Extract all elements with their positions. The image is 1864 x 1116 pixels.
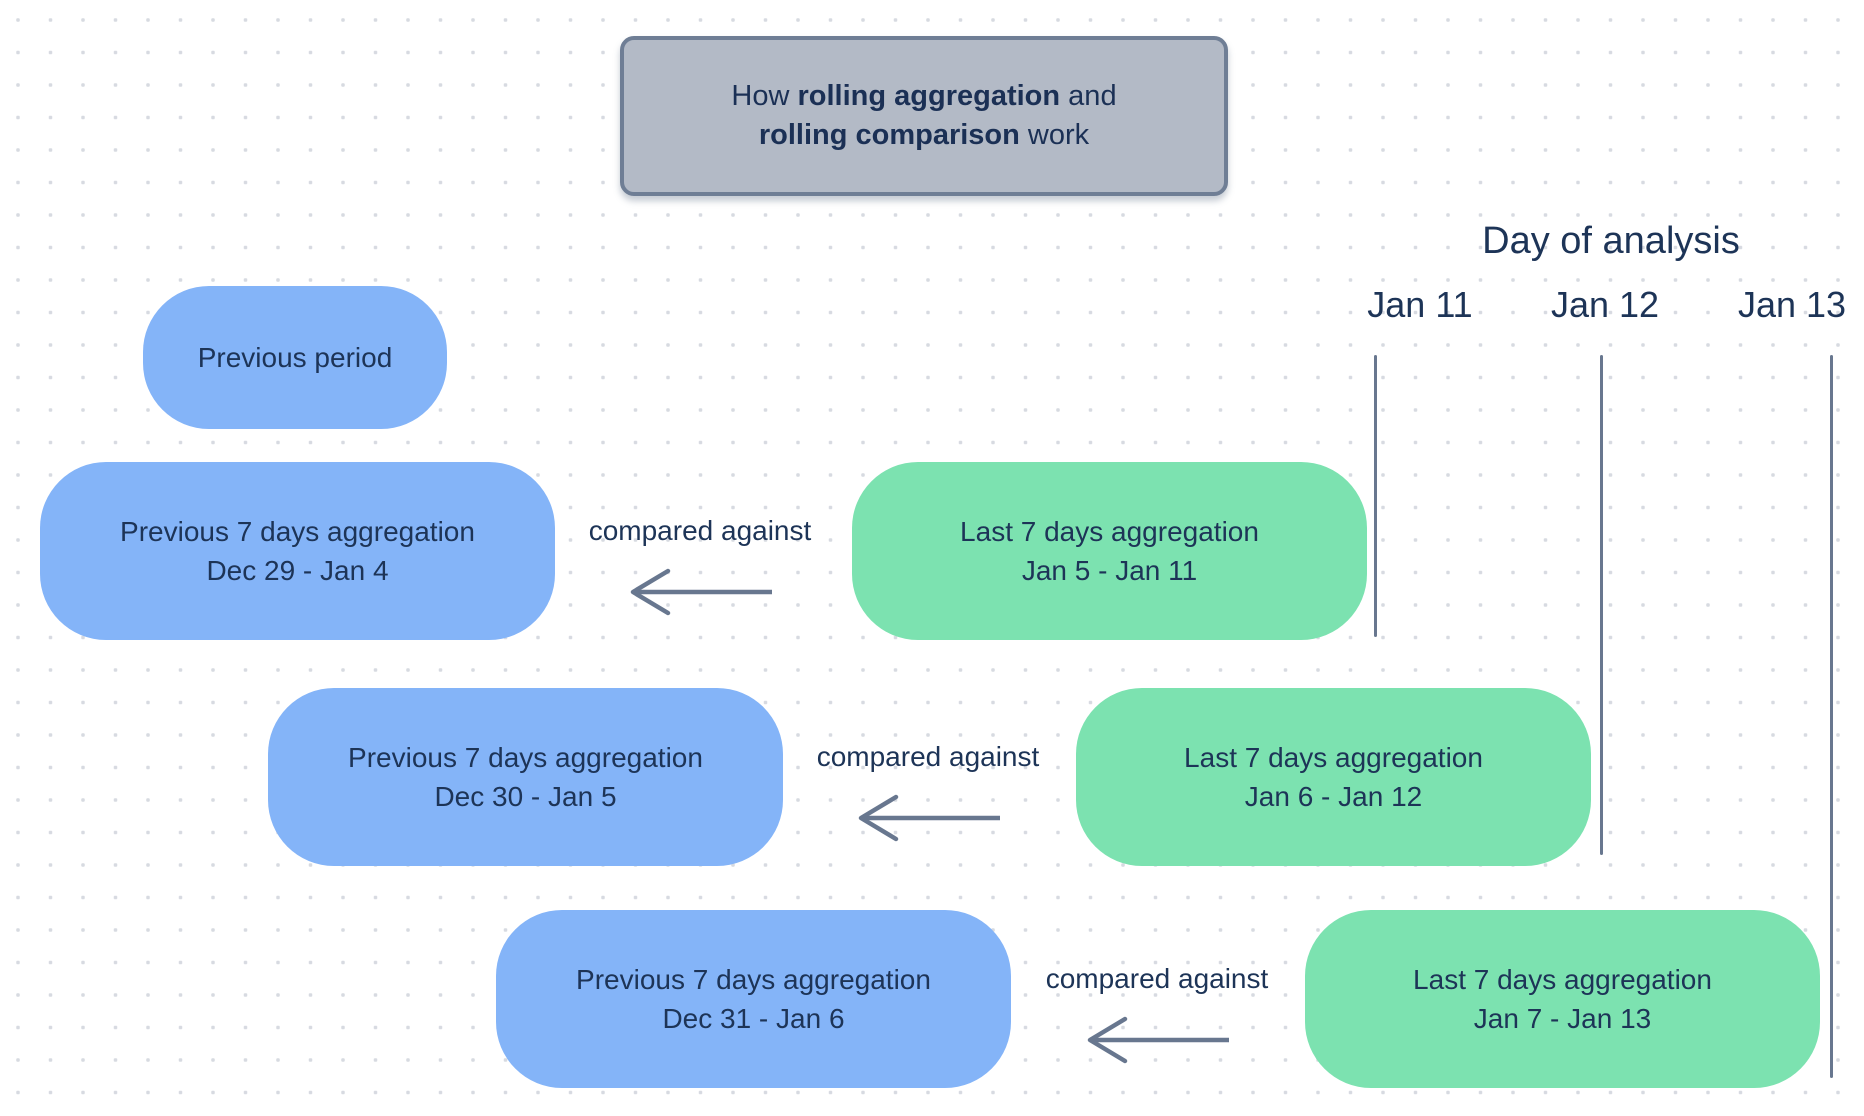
last-aggregation-title: Last 7 days aggregation xyxy=(960,516,1259,547)
previous-aggregation-title: Previous 7 days aggregation xyxy=(120,516,475,547)
left-arrow-icon xyxy=(630,568,772,616)
date-label-jan-11: Jan 11 xyxy=(1367,284,1473,325)
left-arrow-icon xyxy=(1087,1016,1229,1064)
previous-aggregation-box-row2: Previous 7 days aggregation Dec 30 - Jan… xyxy=(268,688,783,866)
comparison-connector-row3: compared against xyxy=(997,962,1317,1066)
date-label-jan-13: Jan 13 xyxy=(1737,284,1847,325)
last-aggregation-box-row2: Last 7 days aggregation Jan 6 - Jan 12 xyxy=(1076,688,1591,866)
previous-aggregation-range: Dec 31 - Jan 6 xyxy=(662,1003,845,1034)
analysis-day-line-jan-12 xyxy=(1600,355,1603,855)
last-aggregation-range: Jan 6 - Jan 12 xyxy=(1244,781,1423,812)
last-aggregation-box-row1: Last 7 days aggregation Jan 5 - Jan 11 xyxy=(852,462,1367,640)
last-aggregation-title: Last 7 days aggregation xyxy=(1184,742,1483,773)
previous-period-pill: Previous period xyxy=(143,286,447,429)
last-aggregation-box-row3: Last 7 days aggregation Jan 7 - Jan 13 xyxy=(1305,910,1820,1088)
previous-aggregation-title: Previous 7 days aggregation xyxy=(348,742,703,773)
date-label-jan-12: Jan 12 xyxy=(1550,284,1660,325)
analysis-day-line-jan-13 xyxy=(1830,355,1833,1078)
last-aggregation-range: Jan 7 - Jan 13 xyxy=(1473,1003,1652,1034)
last-aggregation-range: Jan 5 - Jan 11 xyxy=(1021,555,1198,586)
title-line-2: rolling comparison work xyxy=(758,119,1090,151)
last-aggregation-title: Last 7 days aggregation xyxy=(1413,964,1712,995)
analysis-day-line-jan-11 xyxy=(1374,355,1377,637)
compared-against-label: compared against xyxy=(1045,963,1269,994)
left-arrow-icon xyxy=(858,794,1000,842)
compared-against-label: compared against xyxy=(816,741,1040,772)
diagram-title-box: How rolling aggregation and rolling comp… xyxy=(620,36,1228,196)
previous-aggregation-range: Dec 29 - Jan 4 xyxy=(206,555,389,586)
previous-aggregation-box-row3: Previous 7 days aggregation Dec 31 - Jan… xyxy=(496,910,1011,1088)
day-of-analysis-heading: Day of analysis xyxy=(1482,220,1740,262)
comparison-connector-row1: compared against xyxy=(540,514,860,618)
title-line-1: How rolling aggregation and xyxy=(731,80,1117,112)
previous-aggregation-box-row1: Previous 7 days aggregation Dec 29 - Jan… xyxy=(40,462,555,640)
compared-against-label: compared against xyxy=(588,515,812,546)
previous-aggregation-range: Dec 30 - Jan 5 xyxy=(434,781,617,812)
previous-period-label: Previous period xyxy=(197,341,393,373)
previous-aggregation-title: Previous 7 days aggregation xyxy=(576,964,931,995)
comparison-connector-row2: compared against xyxy=(768,740,1088,844)
